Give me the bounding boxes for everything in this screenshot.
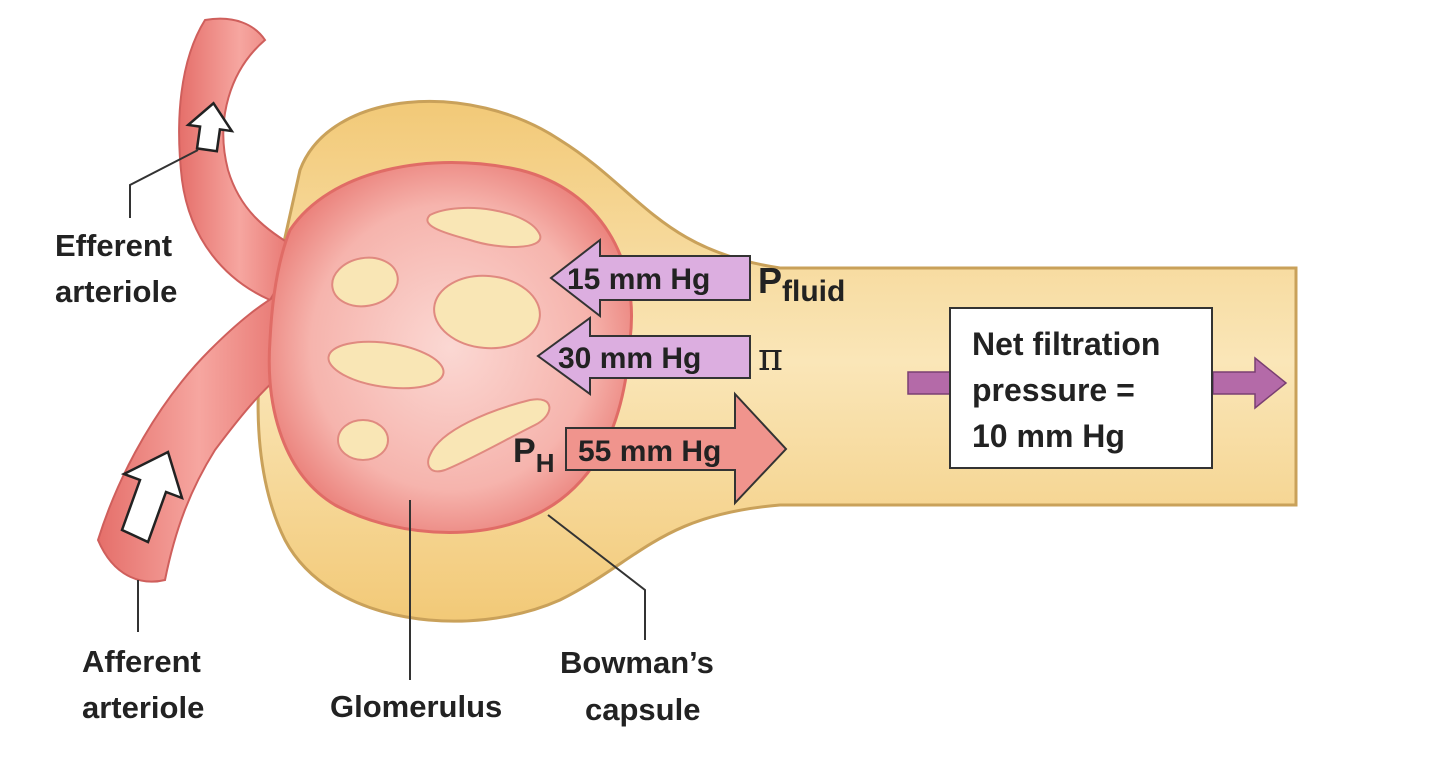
capillary-lumens — [327, 206, 551, 473]
oncotic-pressure-symbol: π — [758, 335, 783, 379]
glomerulus-body — [267, 161, 633, 534]
hydrostatic-pressure-value: 55 mm Hg — [578, 435, 721, 468]
efferent-label-line1: Efferent — [55, 228, 172, 263]
efferent-arteriole-vessel — [178, 17, 302, 302]
bowmans-label-line1: Bowman’s — [560, 645, 714, 680]
net-filtration-line3: 10 mm Hg — [972, 418, 1125, 454]
glomerulus-label: Glomerulus — [330, 689, 502, 724]
net-filtration-box: Net filtration pressure = 10 mm Hg — [949, 307, 1213, 469]
fluid-pressure-symbol: Pfluid — [758, 260, 845, 308]
bowmans-leader-line — [547, 514, 646, 640]
hydrostatic-pressure-arrow: 55 mm Hg — [565, 391, 788, 506]
hydrostatic-pressure-symbol: PH — [513, 432, 554, 478]
net-filtration-flow-arrow — [907, 356, 1288, 410]
efferent-label-line2: arteriole — [55, 274, 177, 309]
oncotic-pressure-value: 30 mm Hg — [558, 342, 701, 375]
fluid-pressure-arrow: 15 mm Hg — [549, 237, 751, 319]
afferent-label-line1: Afferent — [82, 644, 201, 679]
leader-lines — [129, 149, 646, 680]
bowmans-label-line2: capsule — [585, 692, 700, 727]
net-filtration-line1: Net filtration — [972, 326, 1160, 362]
fluid-pressure-value: 15 mm Hg — [567, 263, 710, 296]
oncotic-pressure-arrow: 30 mm Hg — [536, 316, 751, 396]
efferent-leader-line — [129, 149, 199, 218]
afferent-label-line2: arteriole — [82, 690, 204, 725]
net-filtration-line2: pressure = — [972, 372, 1135, 408]
efferent-flow-arrow-icon — [185, 101, 235, 153]
afferent-flow-arrow-icon — [120, 450, 184, 544]
